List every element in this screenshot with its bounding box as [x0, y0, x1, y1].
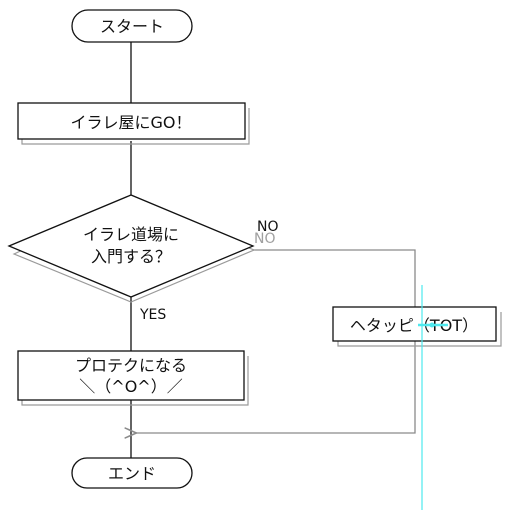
- end-label: エンド: [108, 464, 156, 483]
- connector-no-branch-return: [135, 341, 416, 433]
- step1-process-box: イラレ屋にGO！: [17, 102, 250, 145]
- no-result-box: ヘタッピ（TOT）: [332, 306, 502, 347]
- start-terminator: スタート: [71, 9, 193, 43]
- yes-result-box: プロテクになる ＼（^O^）／: [17, 350, 249, 406]
- yes-box-line1: プロテクになる: [75, 356, 187, 375]
- no-box-label: ヘタッピ（TOT）: [350, 316, 478, 335]
- decision-line2: 入門する？: [91, 247, 171, 266]
- branch-no-label: NO: [257, 219, 279, 235]
- connector-no-branch-out: [253, 249, 416, 307]
- decision-line1: イラレ道場に: [83, 225, 179, 244]
- selection-guide[interactable]: [418, 285, 448, 510]
- decision-diamond: イラレ道場に 入門する？: [7, 194, 256, 303]
- start-label: スタート: [100, 17, 164, 36]
- end-terminator: エンド: [71, 457, 193, 489]
- branch-no-shadow-label: NO: [254, 231, 276, 247]
- branch-yes-label: YES: [139, 307, 166, 323]
- step1-label: イラレ屋にGO！: [71, 113, 192, 132]
- yes-box-line2: ＼（^O^）／: [79, 377, 182, 396]
